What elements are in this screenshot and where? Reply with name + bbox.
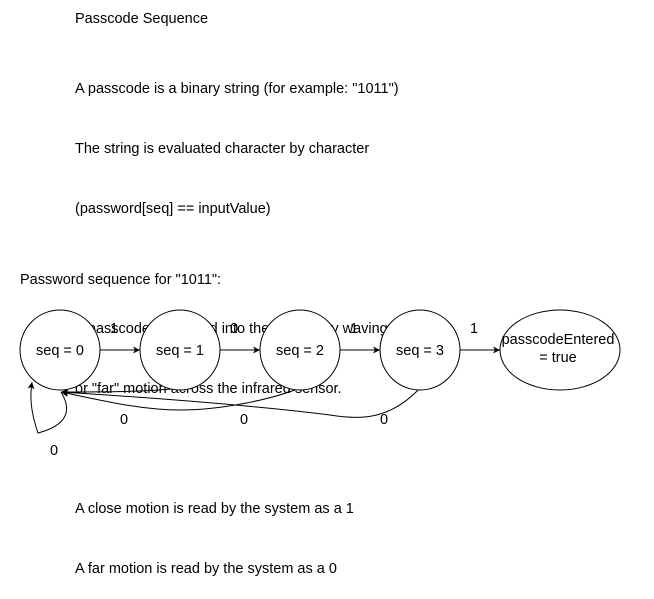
edge-s0-self-loop — [27, 381, 68, 434]
state-diagram: seq = 0 seq = 1 seq = 2 seq = 3 passcode… — [19, 309, 621, 459]
page-title: Passcode Sequence — [75, 11, 209, 27]
state-passcode-entered: passcodeEntered = true — [499, 309, 621, 391]
description-line: The string is evaluated character by cha… — [75, 141, 370, 157]
edge-label: 1 — [470, 321, 478, 337]
state-seq-2: seq = 2 — [259, 309, 341, 391]
edge-s2-to-s0 — [60, 387, 301, 411]
state-label-line: passcodeEntered — [502, 332, 615, 348]
sequence-heading: Password sequence for "1011": — [20, 272, 222, 288]
edge-label: 1 — [350, 321, 358, 337]
state-seq-3: seq = 3 — [379, 309, 461, 391]
description-line: A far motion is read by the system as a … — [75, 561, 337, 577]
edge-label: 0 — [230, 321, 238, 337]
description-line: A close motion is read by the system as … — [75, 501, 354, 517]
edge-s3-to-s0 — [60, 387, 421, 418]
edge-s1-to-s0 — [60, 387, 181, 396]
edge-label: 0 — [380, 412, 388, 428]
edge-label: 0 — [120, 412, 128, 428]
edge-label: 0 — [240, 412, 248, 428]
state-seq-0: seq = 0 — [19, 309, 101, 391]
state-label: seq = 0 — [36, 343, 84, 359]
description-line: (password[seq] == inputValue) — [75, 201, 271, 217]
state-seq-1: seq = 1 — [139, 309, 221, 391]
edge-label: 1 — [110, 321, 118, 337]
state-label-line: = true — [539, 350, 576, 366]
state-label: seq = 1 — [156, 343, 204, 359]
edge-label: 0 — [50, 443, 58, 459]
description-line: A passcode is a binary string (for examp… — [75, 81, 399, 97]
state-label: seq = 3 — [396, 343, 444, 359]
state-label: seq = 2 — [276, 343, 324, 359]
